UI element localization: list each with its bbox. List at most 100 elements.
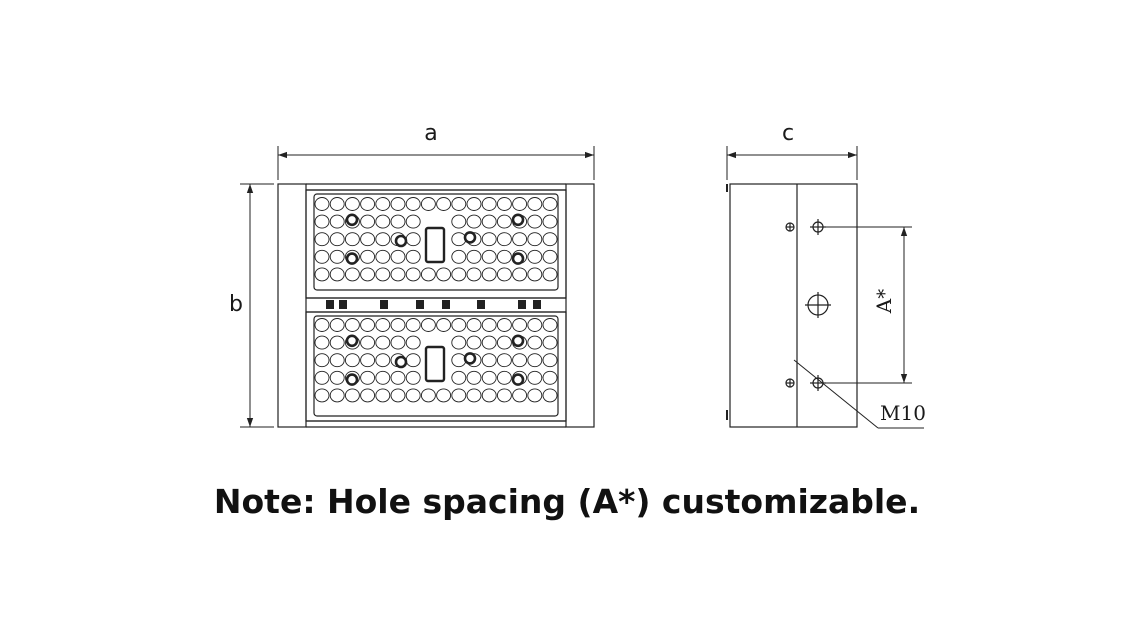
lens-cell (314, 353, 330, 368)
connector-clip (533, 300, 541, 309)
lens-cell (344, 388, 360, 403)
lens-cell (451, 318, 467, 332)
lens-cell (390, 197, 406, 211)
lens-cell (344, 318, 360, 332)
lens-cell (329, 370, 345, 385)
lens-cell (314, 197, 330, 211)
lens-cell (360, 335, 376, 350)
dimension-a (277, 146, 595, 180)
lens-cell (390, 370, 406, 385)
lens-cell (405, 197, 421, 211)
lens-cell (360, 370, 376, 385)
lens-cell (481, 370, 497, 385)
lens-cell (405, 318, 421, 332)
lens-cell (420, 197, 436, 211)
lens-cell (527, 232, 543, 247)
lens-cell (542, 214, 558, 229)
lens-cell (527, 370, 543, 385)
lens-cell (451, 214, 467, 229)
lens-cell (542, 197, 558, 211)
lower-handle (424, 345, 446, 383)
lens-cell (466, 388, 482, 403)
lens-cell (405, 353, 421, 368)
lens-cell (496, 214, 512, 229)
lens-cell (542, 335, 558, 350)
lens-cell (329, 249, 345, 264)
dimension-b (240, 183, 274, 428)
lens-cell (496, 249, 512, 264)
lens-cell (481, 249, 497, 264)
lens-cell (496, 318, 512, 332)
lens-cell (360, 388, 376, 403)
lens-cell (360, 232, 376, 247)
lens-cell (527, 353, 543, 368)
lens-cell (329, 388, 345, 403)
lens-cell (512, 318, 528, 332)
left-bracket (277, 183, 307, 428)
lens-cell (390, 388, 406, 403)
upper-handle (424, 226, 446, 264)
lens-cell (496, 335, 512, 350)
lens-cell (496, 388, 512, 403)
lens-array-upper (314, 197, 558, 282)
lens-cell (360, 318, 376, 332)
lens-cell (527, 249, 543, 264)
led-marker (345, 373, 359, 386)
lens-cell (329, 267, 345, 282)
lens-cell (466, 370, 482, 385)
lens-cell (512, 232, 528, 247)
lens-cell (466, 214, 482, 229)
bolt-leader (793, 359, 924, 429)
lens-cell (496, 197, 512, 211)
lens-cell (314, 267, 330, 282)
lens-cell (496, 370, 512, 385)
lens-array-lower (314, 318, 558, 403)
lens-cell (420, 388, 436, 403)
lens-cell (466, 318, 482, 332)
lens-cell (329, 318, 345, 332)
lens-cell (496, 267, 512, 282)
lens-cell (375, 197, 391, 211)
lens-cell (481, 232, 497, 247)
lens-cell (390, 335, 406, 350)
connector-clip (477, 300, 485, 309)
lens-cell (329, 353, 345, 368)
lens-cell (436, 318, 452, 332)
screw-bottom-icon (785, 378, 795, 388)
mount-hole-bottom-icon (810, 375, 826, 391)
lens-cell (329, 335, 345, 350)
lens-cell (405, 214, 421, 229)
led-marker (345, 252, 359, 265)
lens-cell (390, 267, 406, 282)
lens-cell (542, 249, 558, 264)
lens-cell (481, 388, 497, 403)
lens-cell (542, 370, 558, 385)
lens-cell (451, 197, 467, 211)
lens-cell (405, 232, 421, 247)
lens-cell (314, 232, 330, 247)
lens-cell (542, 318, 558, 332)
lens-cell (329, 232, 345, 247)
mount-hole-top-icon (810, 219, 826, 235)
lens-cell (481, 335, 497, 350)
lens-cell (314, 388, 330, 403)
lens-cell (512, 388, 528, 403)
connector-clip (326, 300, 334, 309)
led-marker (511, 213, 525, 227)
lens-cell (542, 388, 558, 403)
lens-cell (344, 267, 360, 282)
lens-cell (405, 249, 421, 264)
dimension-c-label: c (782, 121, 794, 146)
lens-cell (375, 353, 391, 368)
lens-cell (481, 318, 497, 332)
lens-cell (466, 267, 482, 282)
lens-cell (375, 370, 391, 385)
lens-cell (390, 249, 406, 264)
lens-cell (314, 370, 330, 385)
lens-cell (360, 353, 376, 368)
led-marker (463, 231, 477, 244)
connector-clip (416, 300, 424, 309)
lens-cell (436, 267, 452, 282)
lens-cell (481, 197, 497, 211)
connector-clip (442, 300, 450, 309)
